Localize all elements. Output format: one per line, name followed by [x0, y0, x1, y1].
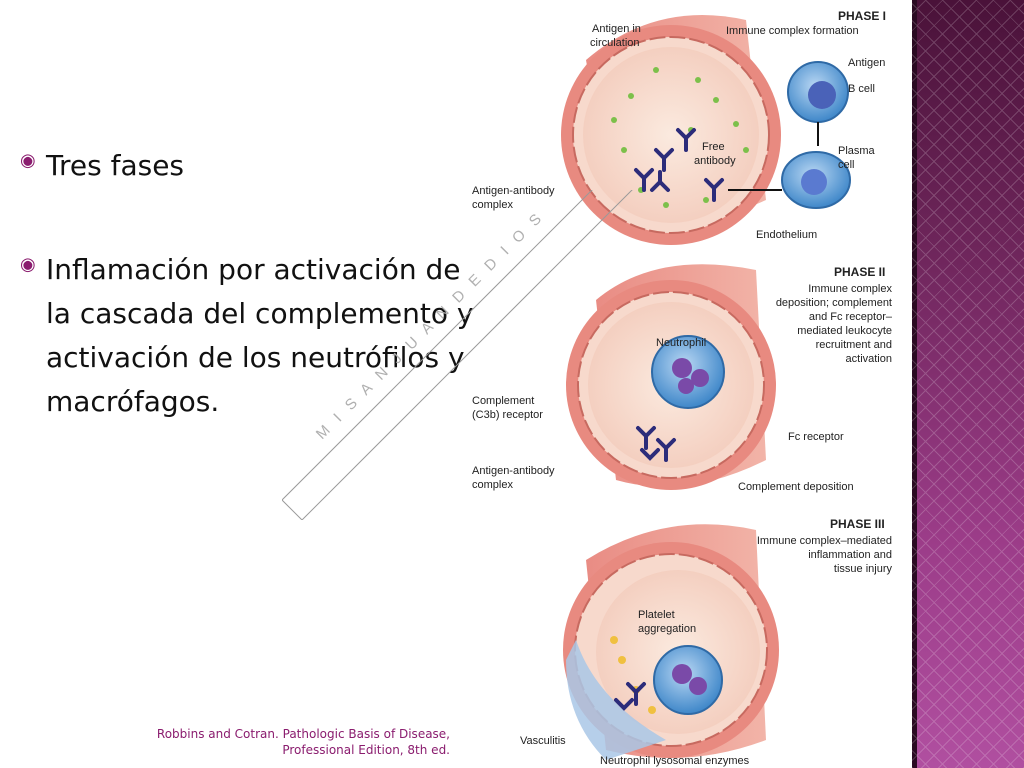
citation-line-2: Professional Edition, 8th ed. [282, 743, 450, 757]
decorative-sidebar [912, 0, 1024, 768]
bullet-item-2: ◉ Inflamación por activación de la casca… [20, 248, 476, 424]
label-platelet-1: Platelet [638, 609, 675, 621]
label-neutrophil: Neutrophil [656, 337, 706, 349]
label-complement-2: (C3b) receptor [472, 409, 543, 421]
label-complex-2: complex [472, 199, 513, 211]
label-fc-receptor: Fc receptor [788, 431, 844, 443]
phase-1-subtitle: Immune complex formation [726, 25, 859, 37]
label-antigen-circulation-1: Antigen in [592, 23, 641, 35]
immune-complex-diagram: PHASE I Immune complex formation Antigen… [472, 9, 893, 767]
label-complex-4: complex [472, 479, 513, 491]
phase-3-subtitle-line: inflammation and [808, 549, 892, 561]
bullet-icon: ◉ [20, 150, 36, 171]
label-complement-1: Complement [472, 395, 534, 407]
label-antigen: Antigen [848, 57, 885, 69]
sidebar-pattern [912, 0, 1024, 768]
bullet-text-2: Inflamación por activación de la cascada… [46, 253, 474, 418]
phase-3-subtitle-line: Immune complex–mediated [757, 535, 892, 547]
phase-2-vessel [566, 264, 776, 490]
bullet-item-1: ◉ Tres fases [20, 144, 184, 188]
label-lysosomal-enzymes: Neutrophil lysosomal enzymes [600, 755, 750, 767]
label-complex-3: Antigen-antibody [472, 465, 555, 477]
phase-2-title: PHASE II [834, 265, 885, 279]
phase-2-subtitle-line: deposition; complement [776, 297, 892, 309]
phase-2-subtitle-line: and Fc receptor– [809, 311, 893, 323]
citation-line-1: Robbins and Cotran. Pathologic Basis of … [156, 727, 450, 741]
phase-3-subtitle: Immune complex–mediated inflammation and… [757, 535, 893, 575]
label-free-antibody-2: antibody [694, 155, 736, 167]
phase-3-vessel [563, 524, 779, 760]
phase-2-subtitle-line: recruitment and [816, 339, 892, 351]
phase-2-subtitle-line: mediated leukocyte [797, 325, 892, 337]
label-complement-deposition: Complement deposition [738, 481, 854, 493]
phase-3-subtitle-line: tissue injury [834, 563, 893, 575]
plasma-cell [781, 151, 851, 209]
phase-1-title: PHASE I [838, 9, 886, 23]
label-plasma-1: Plasma [838, 145, 876, 157]
bullet-icon: ◉ [20, 254, 36, 275]
label-complex-1: Antigen-antibody [472, 185, 555, 197]
label-endothelium: Endothelium [756, 229, 817, 241]
phase-2-subtitle: Immune complex deposition; complement an… [776, 283, 893, 365]
label-platelet-2: aggregation [638, 623, 696, 635]
label-bcell: B cell [848, 83, 875, 95]
label-vasculitis: Vasculitis [520, 735, 566, 747]
label-antigen-circulation-2: circulation [590, 37, 640, 49]
b-cell [787, 61, 849, 123]
label-plasma-2: cell [838, 159, 855, 171]
phase-1-vessel [561, 15, 781, 245]
phase-3-title: PHASE III [830, 517, 885, 531]
bullet-text-1: Tres fases [46, 149, 185, 182]
phase-2-subtitle-line: Immune complex [808, 283, 892, 295]
phase-2-subtitle-line: activation [846, 353, 892, 365]
label-free-antibody-1: Free [702, 141, 725, 153]
citation: Robbins and Cotran. Pathologic Basis of … [110, 726, 450, 758]
